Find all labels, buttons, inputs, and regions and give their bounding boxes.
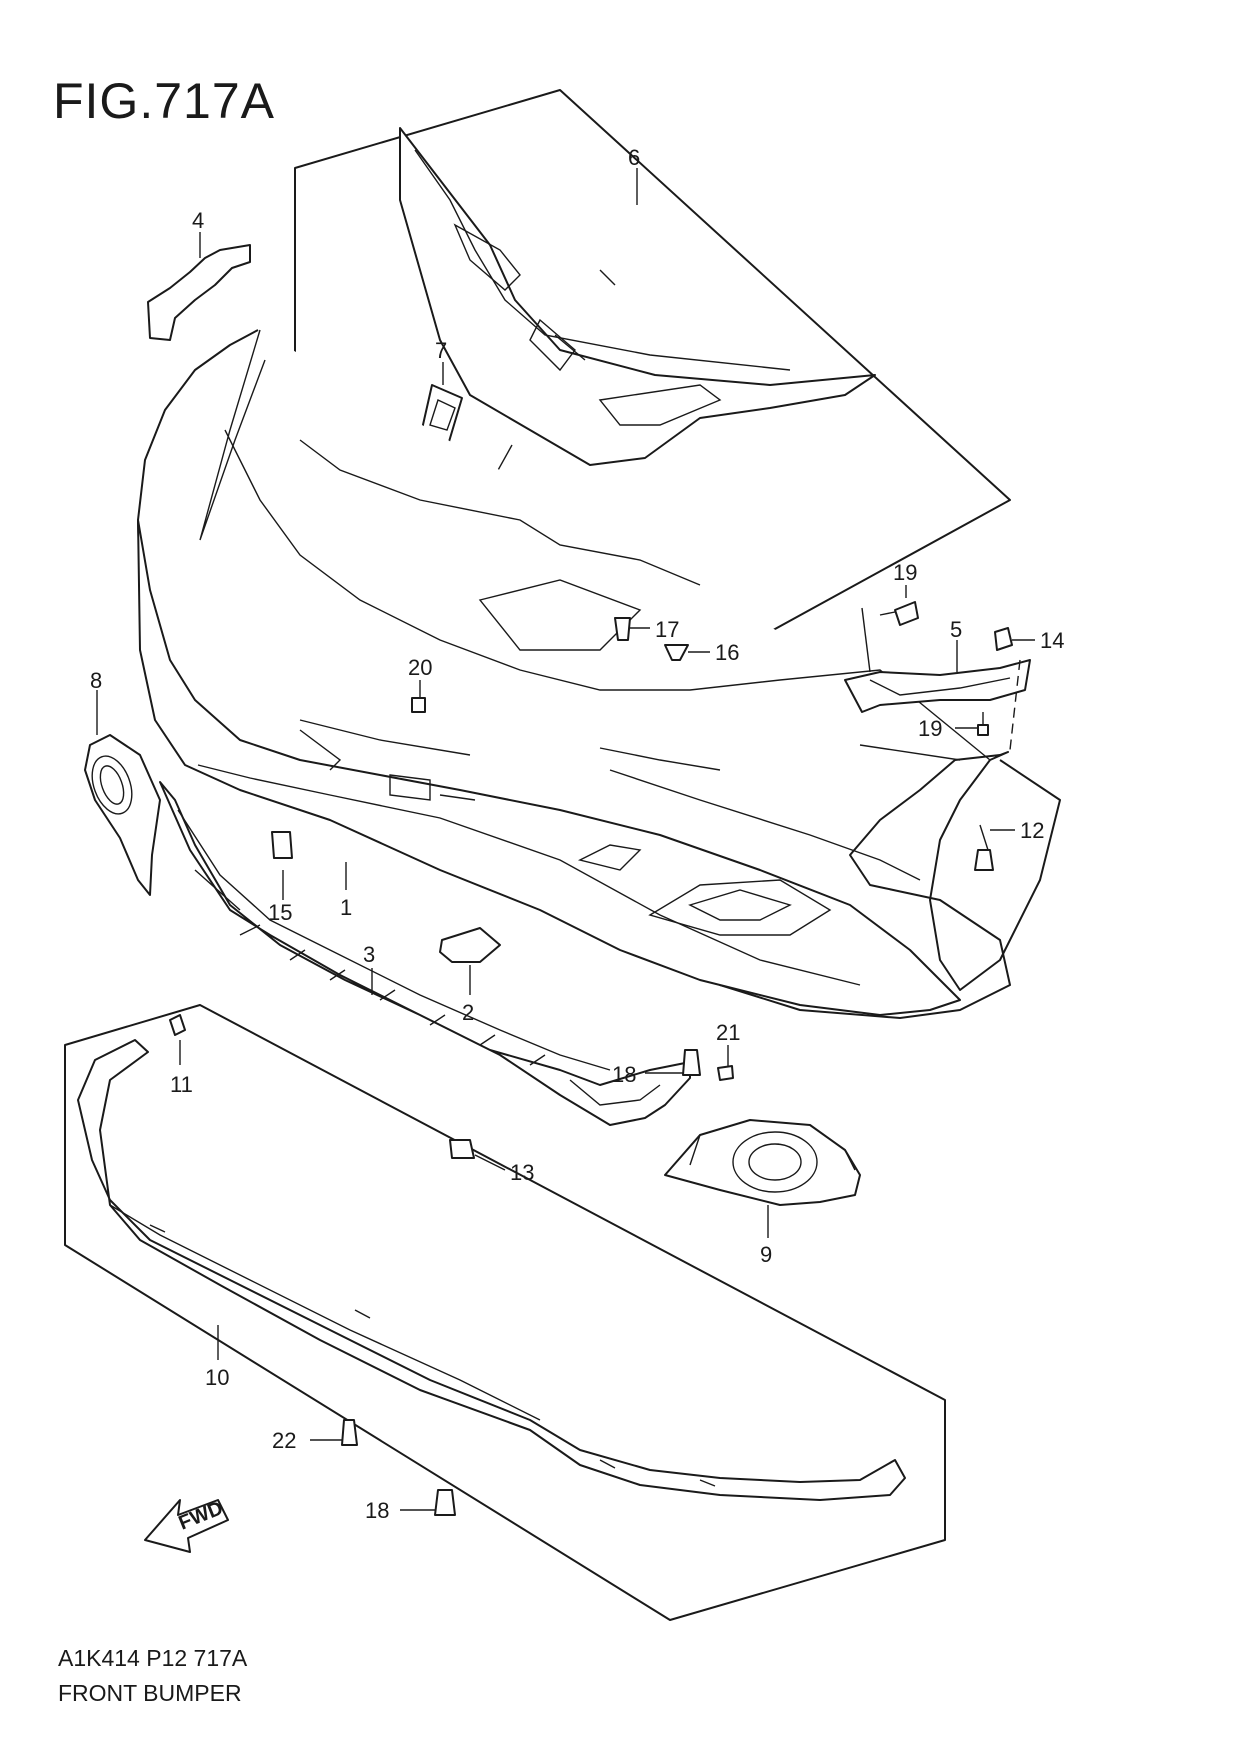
screw-19-lower [977,724,989,736]
tow-hook-cap[interactable] [439,927,501,963]
clip-15 [271,831,293,859]
lower-spoiler[interactable] [77,1039,906,1501]
callout-8: 8 [90,668,102,693]
fog-lamp-bezel-right[interactable] [664,1119,861,1206]
bolt-17 [614,617,631,641]
bolt-18-lower [434,1489,456,1516]
figure-caption: FRONT BUMPER [58,1680,242,1706]
callout-4: 4 [192,208,204,233]
screw-19-upper [894,601,919,626]
bolt-18-upper [682,1049,701,1076]
callout-20: 20 [408,655,432,680]
callout-10: 10 [205,1365,229,1390]
spoiler-group-box [64,1004,946,1621]
figure-title: FIG.717A [53,73,275,129]
figure-code: A1K414 P12 717A [58,1645,248,1671]
callout-6: 6 [628,145,640,170]
clip-14 [994,627,1013,651]
callout-17: 17 [655,617,679,642]
callout-2: 2 [462,1000,474,1025]
forward-direction-arrow: FWD [144,1497,229,1553]
callout-13: 13 [510,1160,534,1185]
callout-7: 7 [435,338,447,363]
front-grille[interactable] [399,127,876,466]
callout-15: 15 [268,900,292,925]
callout-5: 5 [950,617,962,642]
callout-18-lower: 18 [365,1498,389,1523]
callout-16: 16 [715,640,739,665]
fog-lamp-bezel-left[interactable] [84,734,161,896]
callout-1: 1 [340,895,352,920]
callout-12: 12 [1020,818,1044,843]
callout-leaders [96,168,958,1360]
screw-20 [411,697,426,713]
clip-13 [449,1139,475,1159]
callout-3: 3 [363,942,375,967]
callout-18-upper: 18 [612,1062,636,1087]
callout-14: 14 [1040,628,1064,653]
callout-9: 9 [760,1242,772,1267]
screw-21 [717,1065,734,1081]
clip-16 [664,644,689,661]
fasteners [169,585,1035,1516]
callout-22: 22 [272,1428,296,1453]
bumper-side-bracket-left[interactable] [147,244,251,341]
bumper-side-bracket-right[interactable] [844,607,1031,751]
rivet-12 [974,849,994,871]
callout-11: 11 [170,1072,193,1097]
screw-11 [169,1014,186,1036]
callout-21: 21 [716,1020,740,1045]
bolt-22 [341,1419,358,1446]
callout-labels: 6 4 7 19 17 16 5 14 20 8 19 12 15 1 3 2 … [90,145,1064,1523]
callout-19-upper: 19 [893,560,917,585]
front-bumper-cover[interactable] [137,329,1061,1019]
callout-19-lower: 19 [918,716,942,741]
